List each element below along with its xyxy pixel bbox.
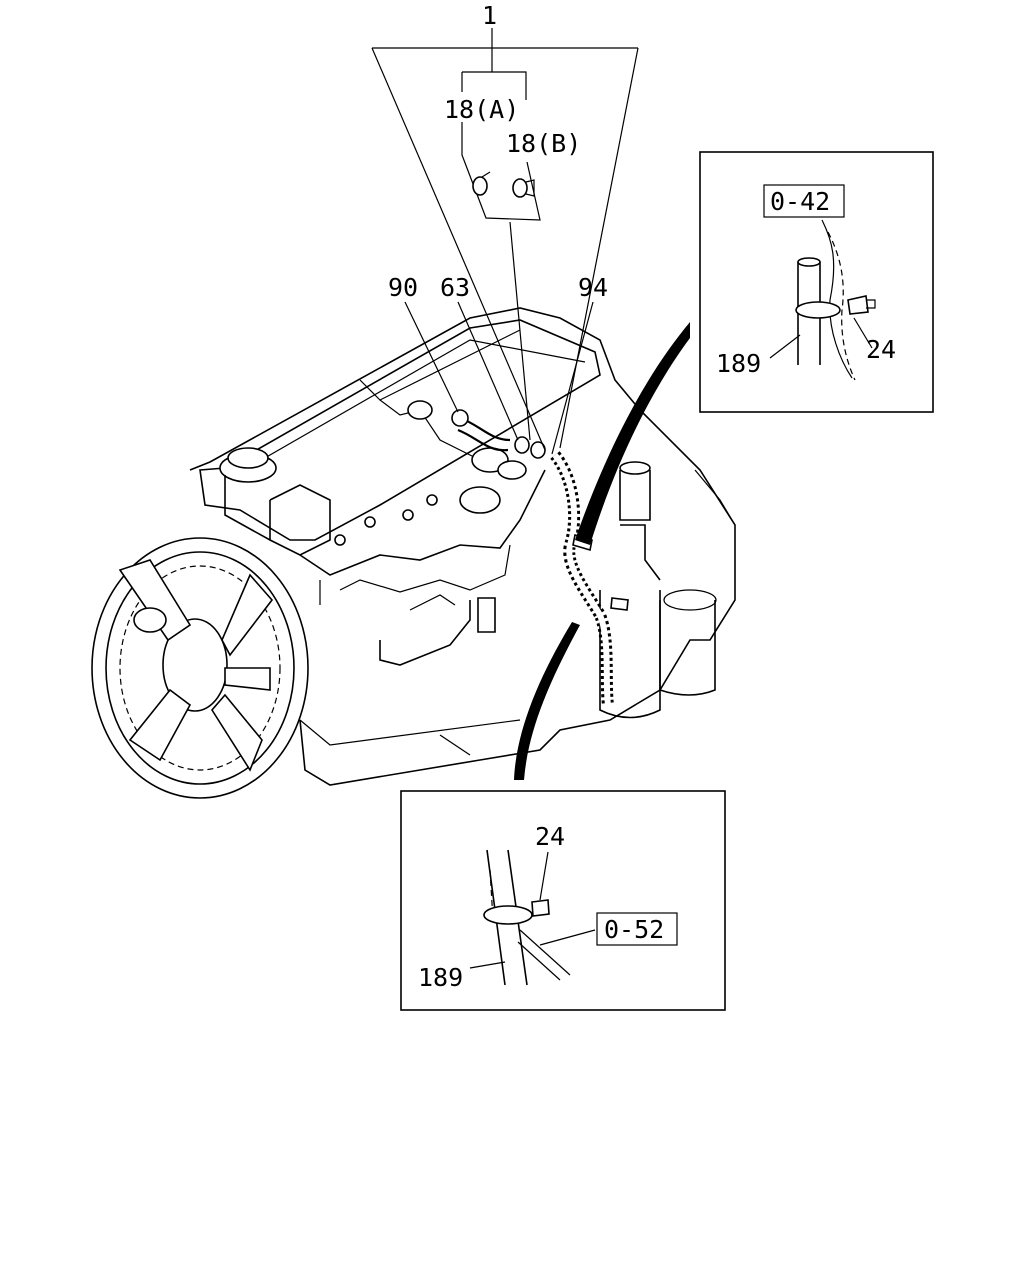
ref-label-0-52: 0-52	[604, 915, 664, 944]
engine-callouts: 90 63 94	[388, 273, 608, 455]
callout-18b-label: 18(B)	[506, 129, 581, 158]
clip-callout-group: 1 18(A) 18(B)	[371, 1, 639, 451]
clamp-24-lower	[483, 905, 533, 925]
detail-view-lower: 24 0-52 189	[400, 790, 726, 1011]
clip-18a-exploded	[472, 176, 488, 196]
callout-94-label: 94	[578, 273, 608, 302]
clamp-24-upper	[795, 301, 841, 319]
ref-label-0-42: 0-42	[770, 187, 830, 216]
clip-18a	[514, 436, 530, 454]
ref-box-0-52	[596, 912, 678, 946]
detail-view-upper: 0-42 24 189	[699, 151, 934, 413]
callout-63-label: 63	[440, 273, 470, 302]
hose-assembly	[451, 409, 629, 706]
ref-box-0-42	[763, 184, 845, 218]
callout-24-upper-label: 24	[866, 335, 896, 364]
callout-90-label: 90	[388, 273, 418, 302]
callout-189-lower-label: 189	[418, 963, 463, 992]
cooling-fan	[91, 537, 309, 799]
engine-illustration	[91, 307, 736, 799]
callout-18a-label: 18(A)	[444, 95, 519, 124]
pointer-arc-upper	[575, 322, 690, 545]
callout-189-upper-label: 189	[716, 349, 761, 378]
clip-18b-exploded	[512, 178, 528, 198]
pointer-arc-lower	[514, 622, 580, 780]
callout-1-label: 1	[482, 1, 497, 30]
callout-24-lower-label: 24	[535, 822, 565, 851]
clip-90	[451, 409, 469, 427]
